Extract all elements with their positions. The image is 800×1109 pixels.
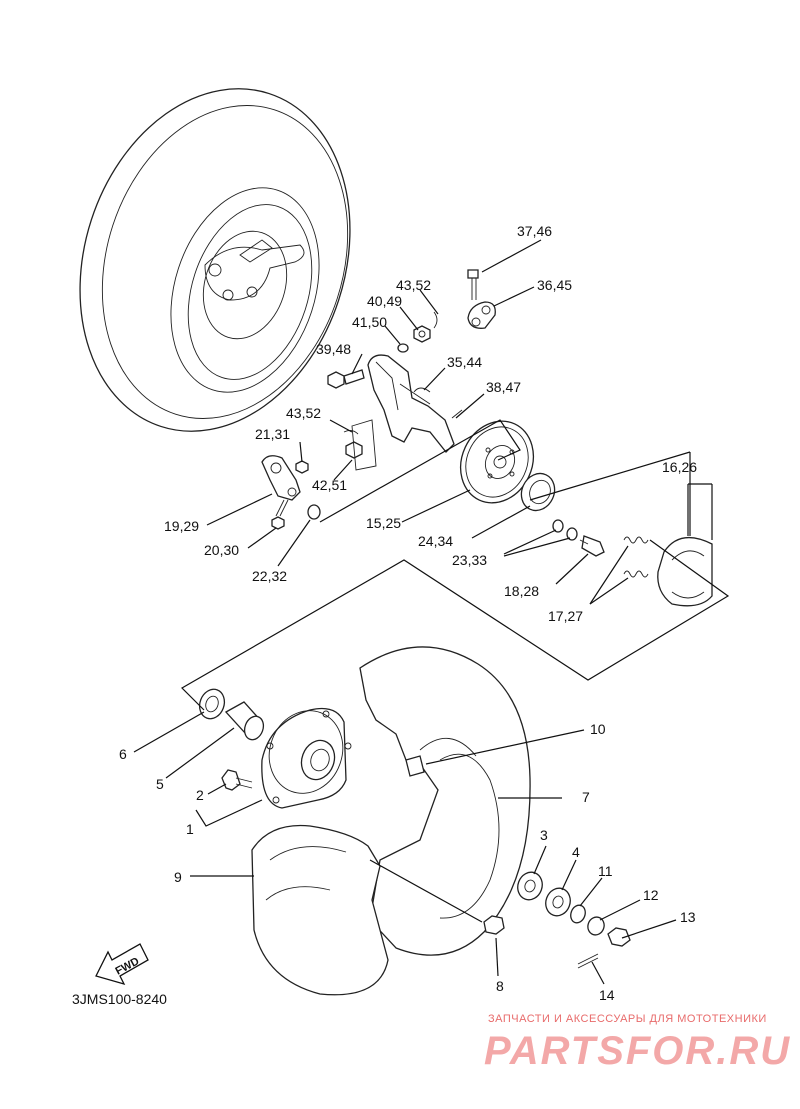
- label-38-47: 38,47: [486, 379, 521, 395]
- diagram-code: 3JMS100-8240: [72, 991, 167, 1007]
- label-20-30: 20,30: [204, 542, 239, 558]
- label-4: 4: [572, 844, 580, 860]
- label-43-52-mid: 43,52: [286, 405, 321, 421]
- fwd-arrow: FWD: [95, 943, 149, 986]
- label-19-29: 19,29: [164, 518, 199, 534]
- label-10: 10: [590, 721, 606, 737]
- label-1: 1: [186, 821, 194, 837]
- label-24-34: 24,34: [418, 533, 453, 549]
- label-11: 11: [598, 863, 613, 879]
- hub-group-outline: [195, 799, 263, 827]
- label-3: 3: [540, 827, 548, 843]
- label-8: 8: [496, 978, 504, 994]
- label-21-31: 21,31: [255, 426, 290, 442]
- label-22-32: 22,32: [252, 568, 287, 584]
- label-43-52-top: 43,52: [396, 277, 431, 293]
- label-35-44: 35,44: [447, 354, 482, 370]
- part-labels: 37,46 36,45 43,52 40,49 41,50 39,48 35,4…: [119, 223, 697, 1003]
- label-14: 14: [599, 987, 615, 1003]
- label-39-48: 39,48: [316, 341, 351, 357]
- brake-group-outline: [181, 419, 730, 711]
- label-37-46: 37,46: [517, 223, 552, 239]
- label-12: 12: [643, 887, 659, 903]
- label-5: 5: [156, 776, 164, 792]
- assembled-wheel-drawing: [79, 88, 351, 432]
- label-42-51: 42,51: [312, 477, 347, 493]
- steering-knuckle-drawing: [261, 269, 713, 607]
- label-13: 13: [680, 909, 696, 925]
- leader-lines: [133, 239, 713, 985]
- label-15-25: 15,25: [366, 515, 401, 531]
- label-9: 9: [174, 869, 182, 885]
- label-40-49: 40,49: [367, 293, 402, 309]
- watermark-brand: PARTSFOR.RU: [484, 1029, 791, 1073]
- label-7: 7: [582, 789, 590, 805]
- label-41-50: 41,50: [352, 314, 387, 330]
- label-36-45: 36,45: [537, 277, 572, 293]
- watermark-tagline: ЗАПЧАСТИ И АКСЕССУАРЫ ДЛЯ МОТОТЕХНИКИ: [488, 1013, 767, 1025]
- label-16-26: 16,26: [662, 459, 697, 475]
- wheel-parts-drawing: [198, 646, 631, 996]
- label-6: 6: [119, 746, 127, 762]
- label-18-28: 18,28: [504, 583, 539, 599]
- label-23-33: 23,33: [452, 552, 487, 568]
- label-17-27: 17,27: [548, 608, 583, 624]
- label-2: 2: [196, 787, 204, 803]
